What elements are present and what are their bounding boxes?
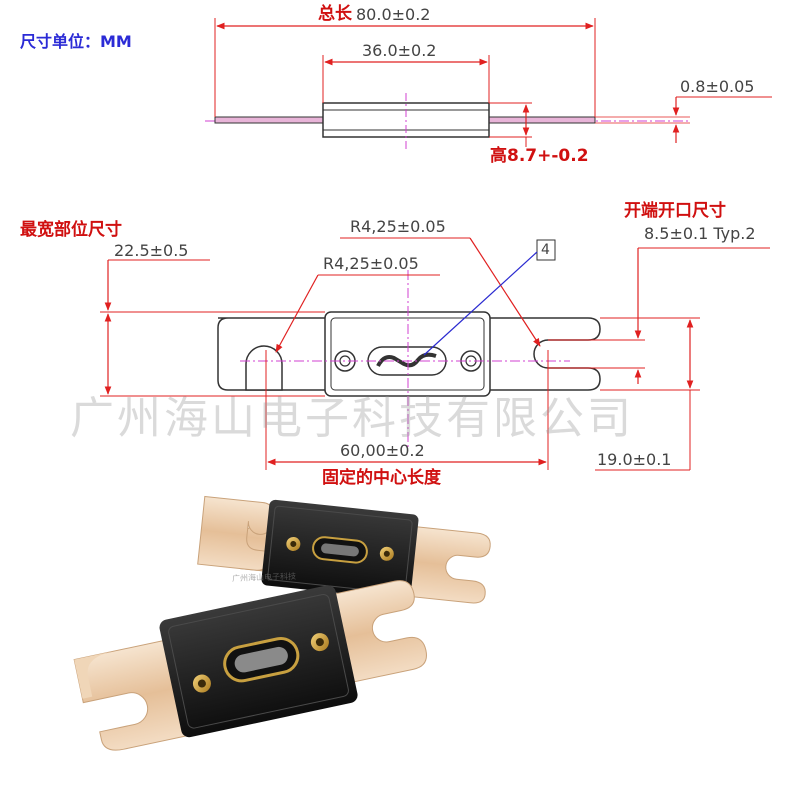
left-slot (245, 345, 283, 391)
open-end-value: 8.5±0.1 Typ.2 (644, 224, 756, 243)
top-view (100, 237, 770, 471)
unit-label: 尺寸单位：MM (20, 32, 132, 51)
callout-leader (423, 251, 538, 356)
total-length-prefix: 总长 (318, 4, 352, 24)
center-length-title: 固定的中心长度 (322, 468, 441, 488)
center-length-value: 60,00±0.2 (340, 441, 425, 460)
thickness-value: 0.8±0.05 (680, 77, 755, 96)
fuse-element (376, 352, 437, 368)
widest-value: 22.5±0.5 (114, 241, 189, 260)
fuse-photo-lower (73, 580, 427, 751)
total-length-value: 80.0±0.2 (356, 5, 431, 24)
leader-radius-left (275, 274, 319, 353)
body-length-value: 36.0±0.2 (362, 41, 437, 60)
blade-width-value: 19.0±0.1 (597, 450, 672, 469)
callout-box (536, 239, 556, 261)
side-view (205, 18, 772, 152)
watermark-small: 广州海山电子科技 (231, 571, 297, 584)
watermark-main: 广州海山电子科技有限公司 (70, 393, 634, 444)
callout-number: 4 (541, 242, 550, 258)
radius-left-value: R4,25±0.05 (323, 254, 419, 273)
leader-radius-right (469, 237, 541, 347)
open-end-title: 开端开口尺寸 (624, 201, 726, 221)
widest-title: 最宽部位尺寸 (20, 220, 122, 240)
radius-top-value: R4,25±0.05 (350, 217, 446, 236)
fuse-photo-upper (197, 495, 491, 604)
height-label: 高8.7+-0.2 (490, 146, 589, 166)
